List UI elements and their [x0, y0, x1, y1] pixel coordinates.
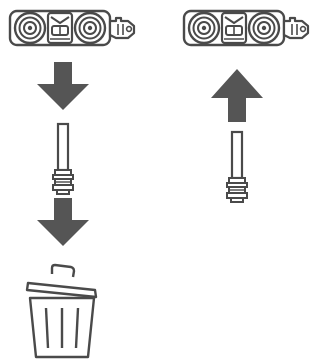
arrow-down-icon [37, 62, 89, 110]
threaded-pin-icon [51, 122, 75, 196]
trash-bin-icon [25, 263, 98, 359]
roller-carriage-icon [8, 9, 136, 47]
threaded-pin-icon [226, 130, 248, 203]
arrow-down-icon [37, 198, 89, 246]
roller-carriage-icon [182, 9, 310, 47]
arrow-up-icon [211, 69, 263, 122]
